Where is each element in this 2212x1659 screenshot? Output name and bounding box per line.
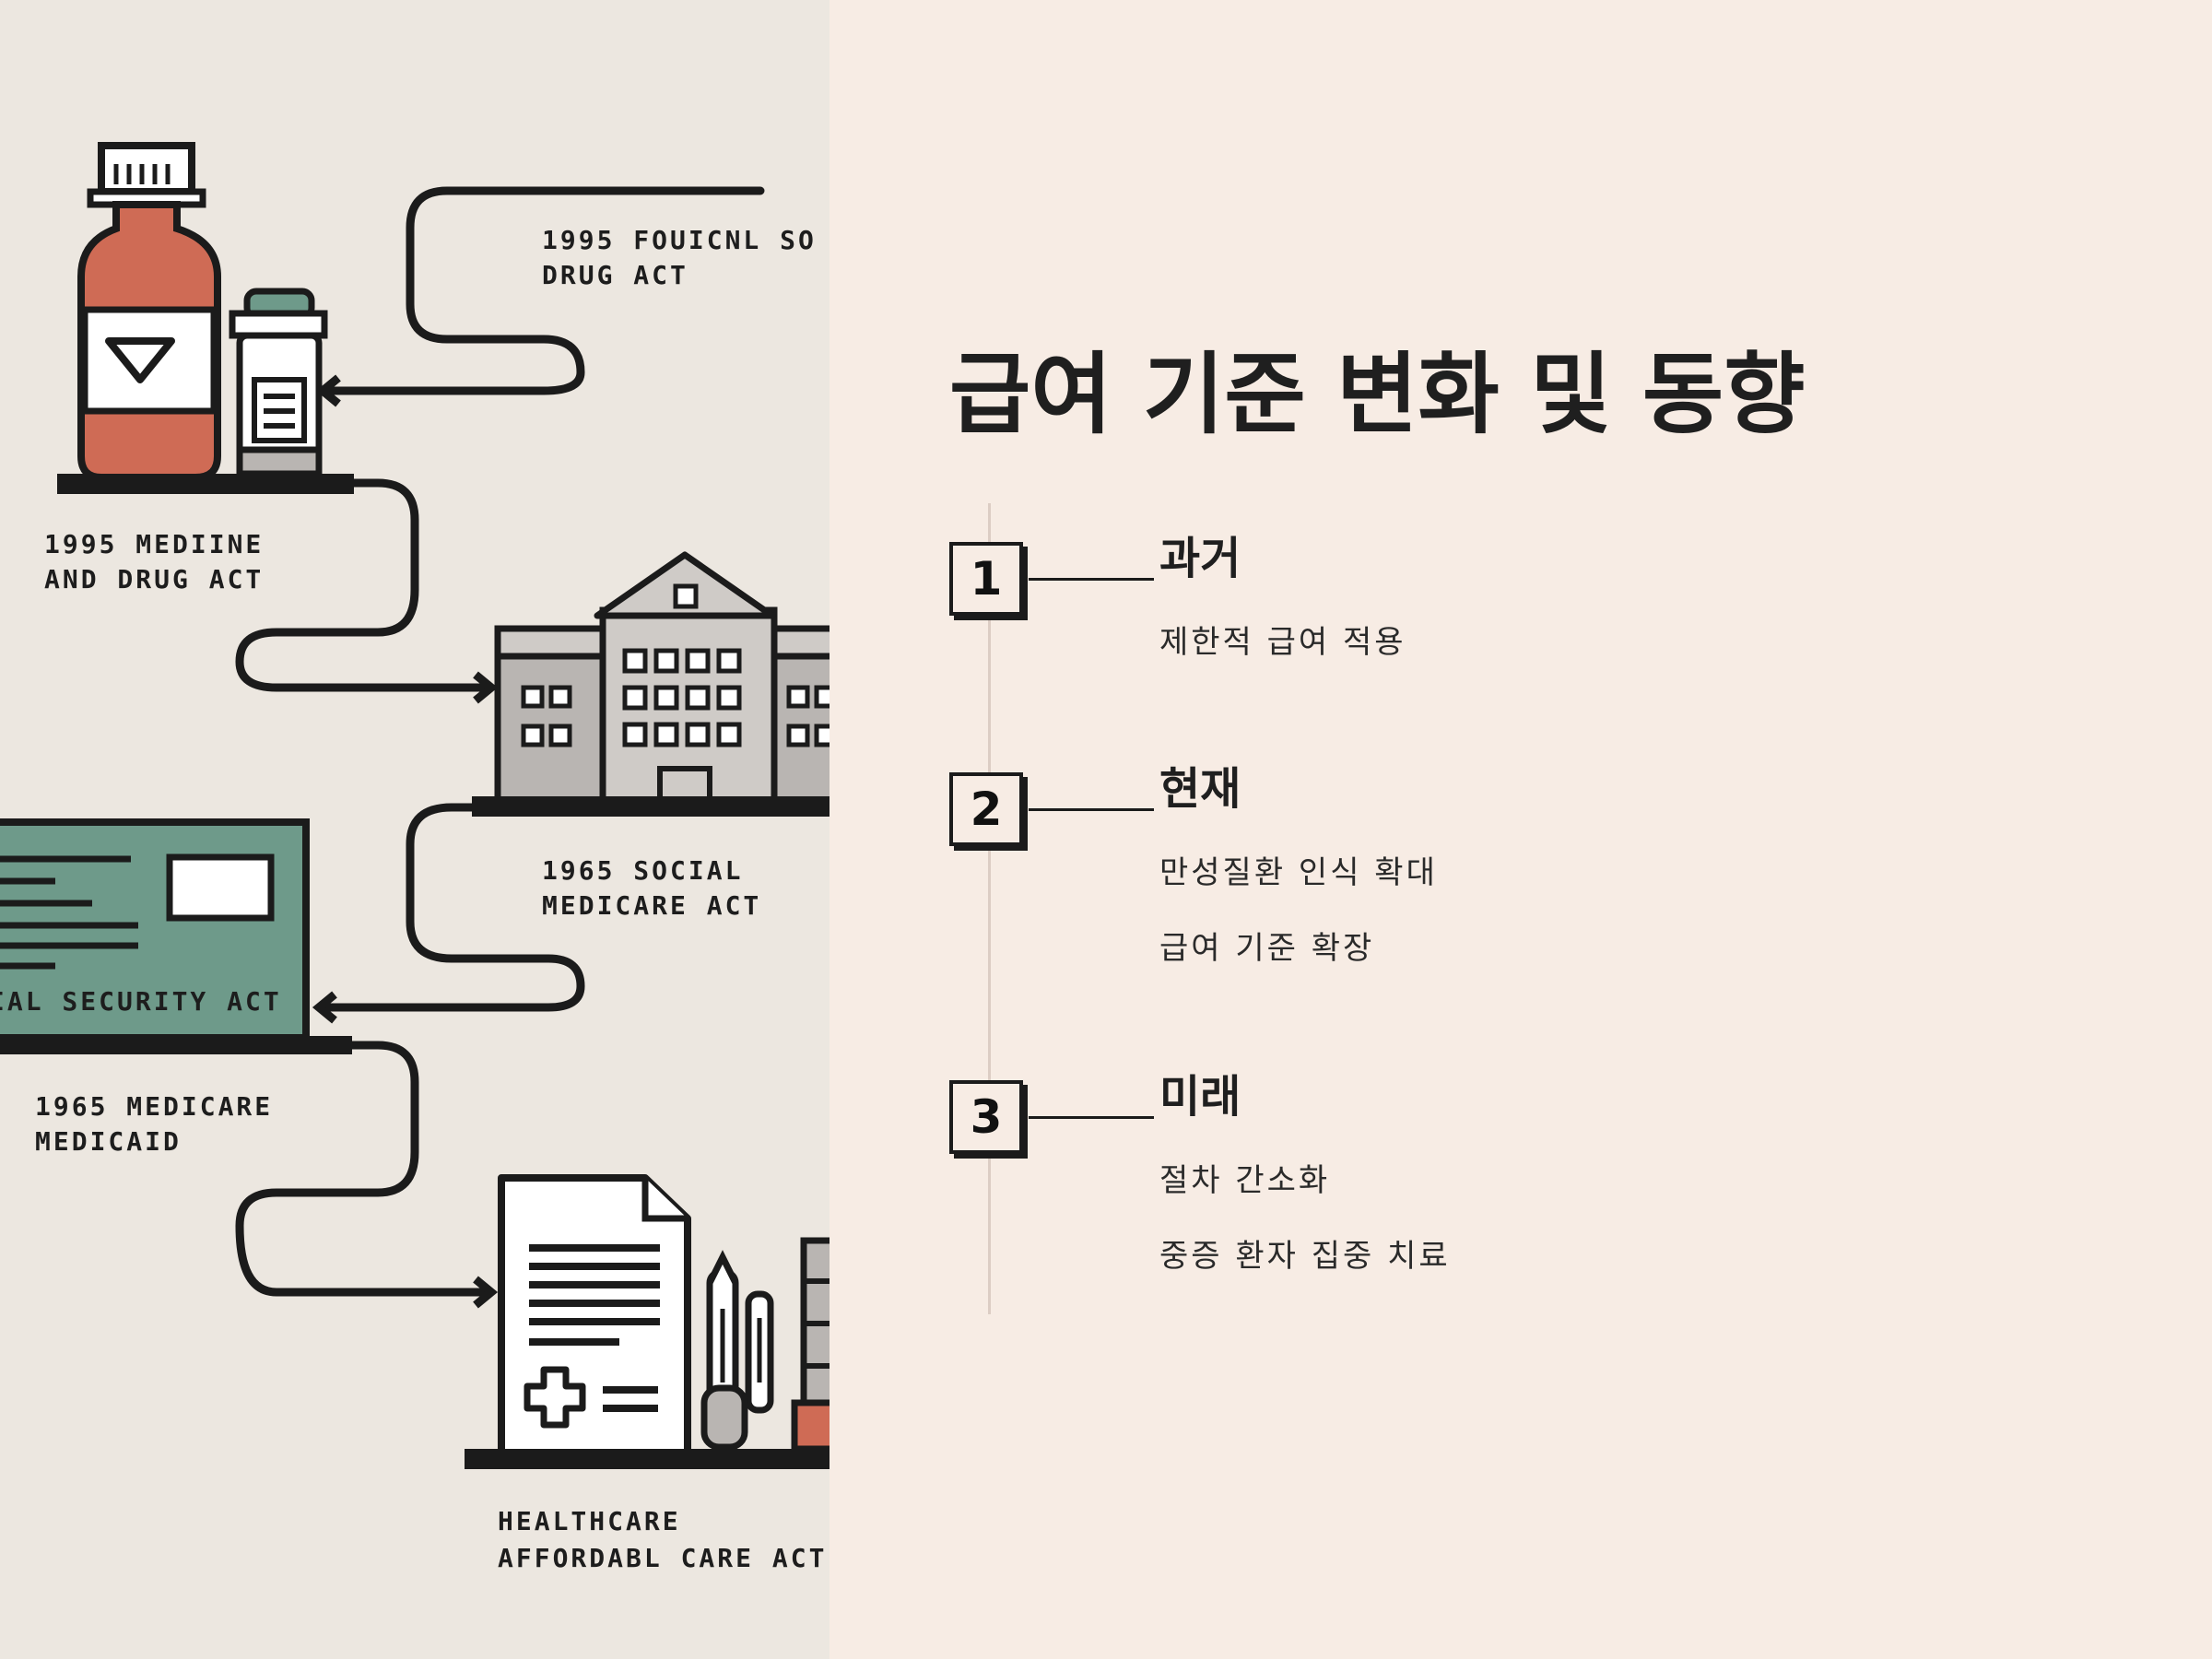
shelf-line xyxy=(0,1036,352,1054)
connector-path xyxy=(323,186,765,395)
label-social-medicare: MEDICARE ACT xyxy=(542,890,761,921)
arrow-head-icon xyxy=(315,374,341,407)
step-items: 만성질환 인식 확대 급여 기준 확장 xyxy=(1159,835,1438,986)
slide-title: 급여 기준 변화 및 동향 xyxy=(949,343,1806,446)
timeline-line xyxy=(988,503,991,1314)
label-drug-act: DRUG ACT xyxy=(542,260,688,290)
pen-icon xyxy=(700,1250,774,1451)
step-title: 미래 xyxy=(1159,1071,1241,1123)
step-number-badge: 3 xyxy=(949,1080,1023,1154)
illustration-canvas: 1995 FOUICNL SO DRUG ACT 1995 MEDIINE AN… xyxy=(0,142,830,1573)
step-connector xyxy=(1029,1116,1154,1119)
connector-path xyxy=(235,478,491,692)
label-drug-act: 1995 FOUICNL SO xyxy=(542,225,817,255)
step-connector xyxy=(1029,578,1154,581)
step-title: 과거 xyxy=(1159,533,1241,584)
hospital-building-icon xyxy=(494,551,830,817)
step-items: 제한적 급여 적용 xyxy=(1159,605,1406,680)
step-number-badge: 1 xyxy=(949,542,1023,616)
label-medicaid: MEDICAID xyxy=(35,1126,182,1157)
label-healthcare: HEALTHCARE xyxy=(498,1506,681,1536)
connector-path xyxy=(235,1041,491,1297)
label-medicine-act: AND DRUG ACT xyxy=(44,564,264,594)
step-item: 만성질환 인식 확대 xyxy=(1159,854,1438,891)
label-medicine-act: 1995 MEDIINE xyxy=(44,529,264,559)
timeline-illustration: 1995 FOUICNL SO DRUG ACT 1995 MEDIINE AN… xyxy=(0,0,830,1659)
step-connector xyxy=(1029,808,1154,811)
label-medicaid: 1965 MEDICARE xyxy=(35,1091,273,1122)
step-item: 절차 간소화 xyxy=(1159,1162,1331,1199)
step-item: 급여 기준 확장 xyxy=(1159,930,1375,967)
arrow-head-icon xyxy=(473,1276,499,1309)
pill-bottle-icon xyxy=(229,288,328,477)
arrow-head-icon xyxy=(312,991,337,1024)
step-item: 제한적 급여 적용 xyxy=(1159,624,1406,661)
step-items: 절차 간소화 중증 환자 집중 치료 xyxy=(1159,1143,1451,1294)
shelf-line xyxy=(57,474,354,494)
step-number-badge: 2 xyxy=(949,772,1023,846)
step-item: 중증 환자 집중 치료 xyxy=(1159,1238,1451,1275)
stamp-icon xyxy=(791,1237,830,1453)
medicare-card-icon xyxy=(0,818,310,1041)
label-healthcare: AFFORDABL CARE ACT xyxy=(498,1543,827,1573)
label-social-medicare: 1965 SOCIAL xyxy=(542,855,743,886)
step-title: 현재 xyxy=(1159,763,1241,815)
document-icon xyxy=(498,1174,691,1460)
shelf-line xyxy=(472,796,830,817)
arrow-head-icon xyxy=(473,671,499,704)
label-security-act: IAL SECURITY ACT xyxy=(0,986,282,1017)
shelf-line xyxy=(465,1449,830,1469)
connector-path xyxy=(318,803,585,1012)
medicine-bottle-icon xyxy=(77,142,221,481)
